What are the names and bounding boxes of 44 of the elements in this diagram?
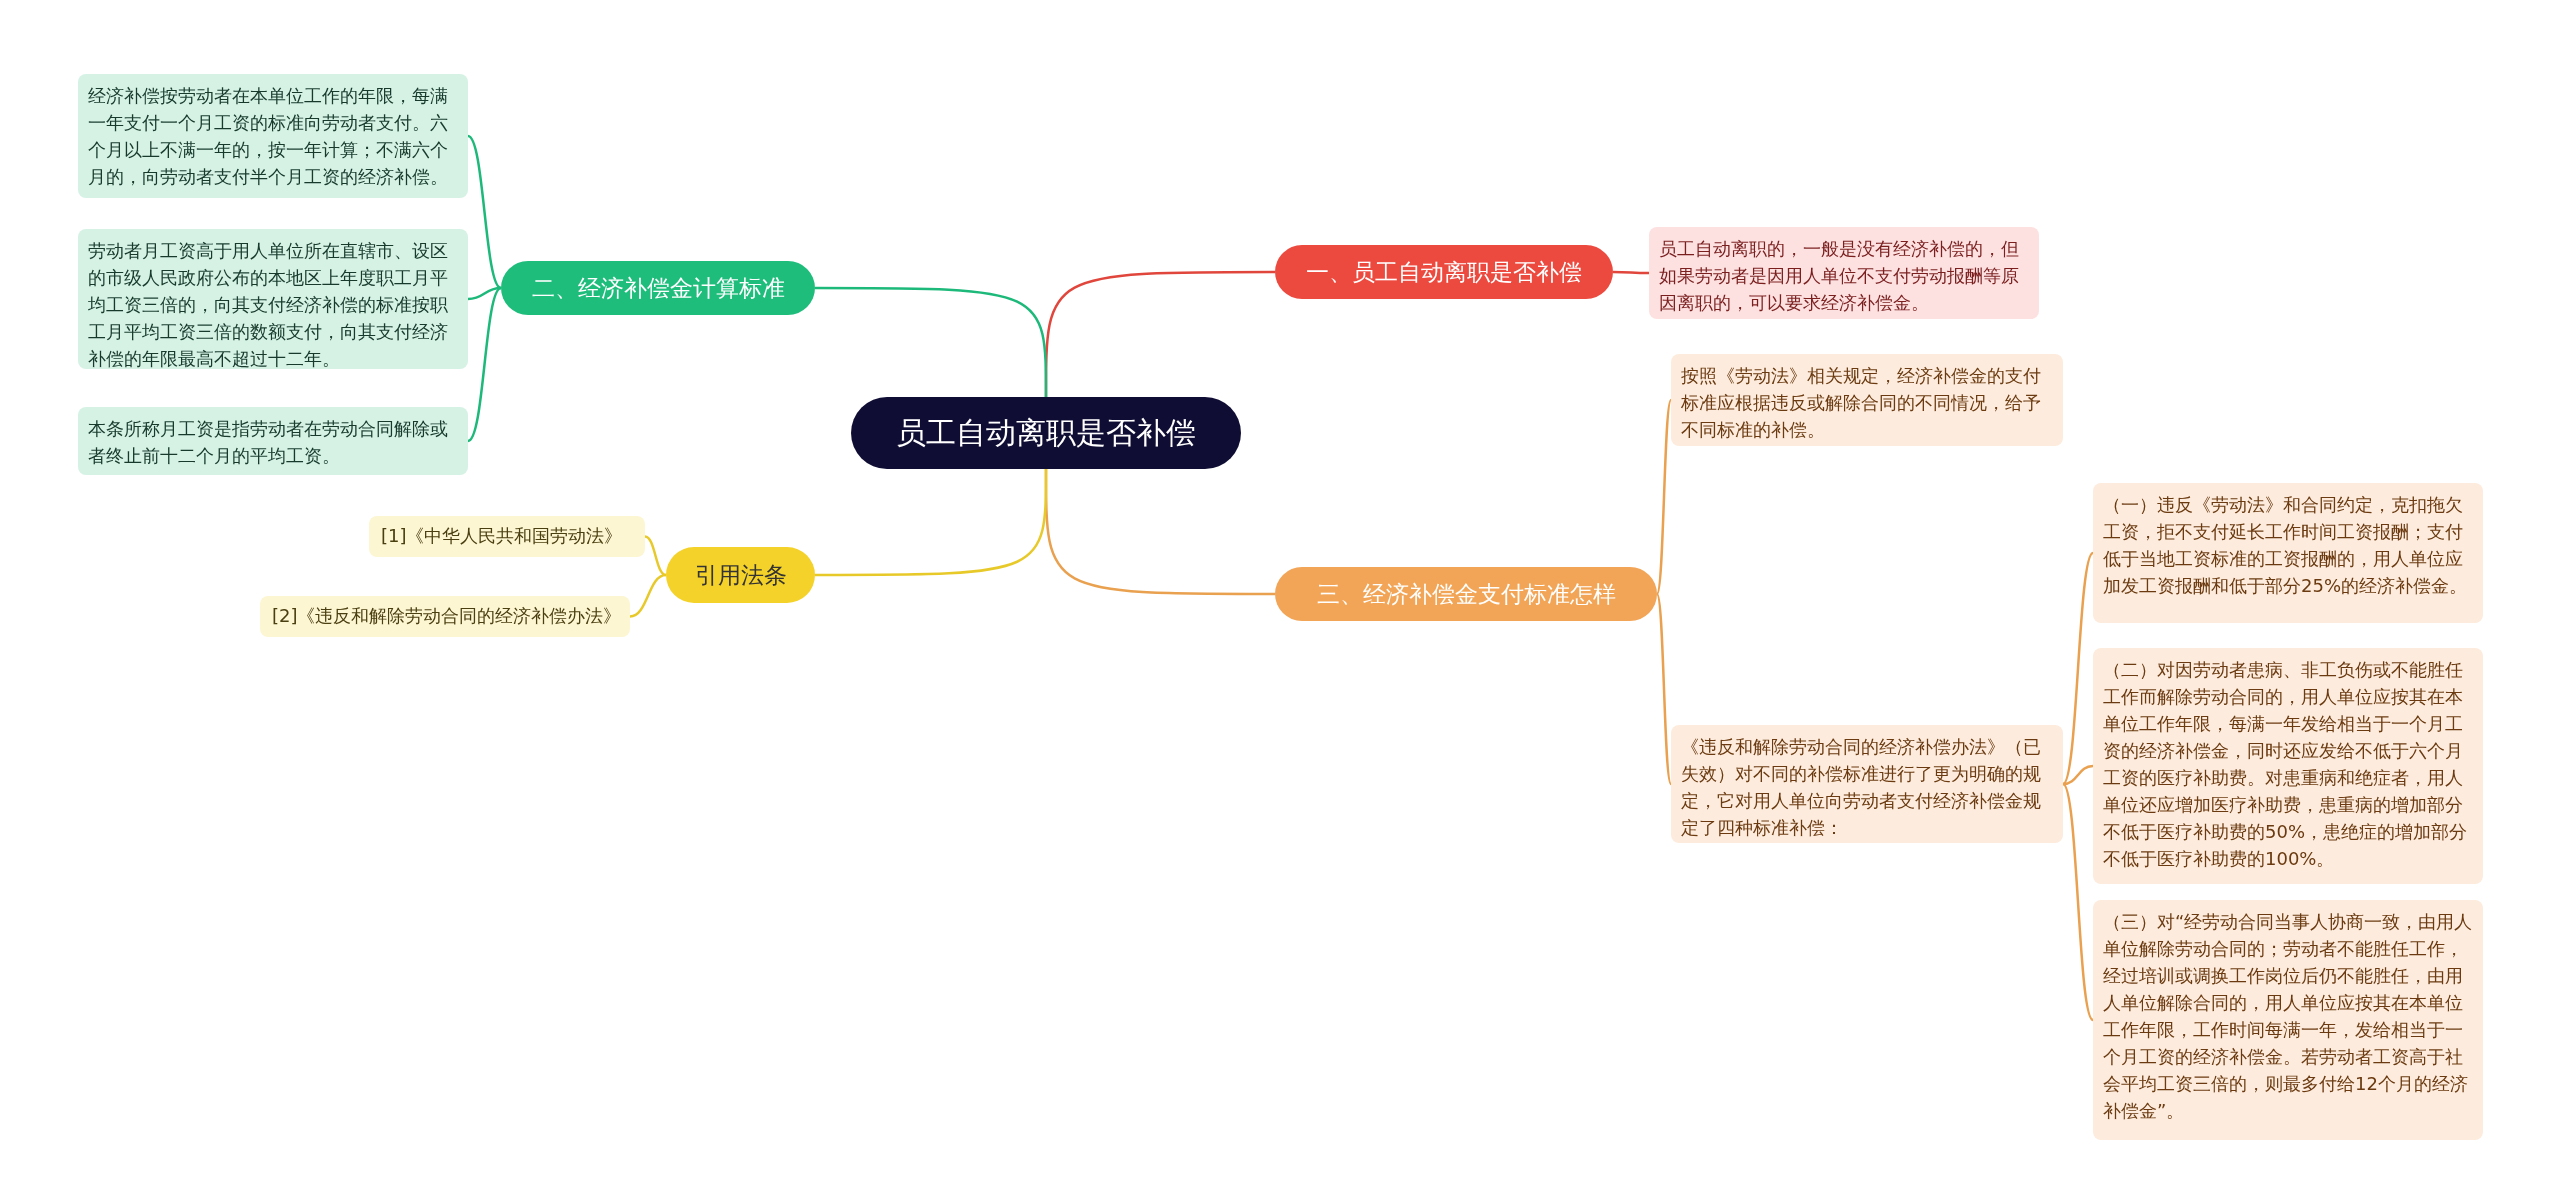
detail-note: [1671, 725, 2063, 843]
topic-text: （一）违反《劳动法》和合同约定，克扣拖欠工资，拒不支付延长工作时间工资报酬；支付低于当地工资标准的工资报酬的，用人单位应加发工资报酬和低于部分25%的经济补偿金。: [2103, 493, 2468, 598]
topic-text: 《违反和解除劳动合同的经济补偿办法》（已失效）对不同的补偿标准进行了更为明确的规定，它对用人单位向劳动者支付经济补偿金规定了四种标准补偿：: [1681, 735, 2042, 840]
detail-note: [1671, 354, 2063, 446]
connector-line: [467, 287, 502, 442]
branch-topic: [501, 261, 815, 315]
topic-text: 本条所称月工资是指劳动者在劳动合同解除或者终止前十二个月的平均工资。: [88, 417, 449, 468]
topic-text: （三）对“经劳动合同当事人协商一致，由用人单位解除劳动合同的；劳动者不能胜任工作，经过培训或调换工作岗位后仍不能胜任，由用人单位解除合同的，用人单位应按其在本单位工作年限，工作时间每满一年，发给相当于一个月工资的经济补偿金。若劳动者工资高于社会平均工资三倍的，则最多付给12个月的经济补偿金”。: [2103, 910, 2473, 1123]
topic-text: 经济补偿按劳动者在本单位工作的年限，每满一年支付一个月工资的标准向劳动者支付。六个月以上不满一年的，按一年计算；不满六个月的，向劳动者支付半个月工资的经济补偿。: [88, 84, 449, 189]
topic-text: 一、员工自动离职是否补偿: [1306, 257, 1582, 287]
reference-item: [369, 516, 645, 557]
topic-text: （二）对因劳动者患病、非工负伤或不能胜任工作而解除劳动合同的，用人单位应按其在本单位工作年限，每满一年发给相当于一个月工资的经济补偿金，同时还应发给不低于六个月工资的医疗补助费。对患重病和绝症者，用人单位还应增加医疗补助费，患重病的增加部分不低于医疗补助费的50%，患绝症的增加部分不低于医疗补助费的100%。: [2103, 658, 2468, 871]
connector-line: [467, 135, 502, 289]
detail-note: [1649, 227, 2039, 319]
connector-line: [467, 286, 502, 301]
detail-note: [2093, 900, 2483, 1140]
topic-text: 二、经济补偿金计算标准: [531, 273, 785, 303]
topic-text: [2]《违反和解除劳动合同的经济补偿办法》: [272, 604, 618, 628]
connector-line: [1655, 399, 1673, 595]
branch-topic: [666, 547, 815, 603]
connector-line: [629, 573, 667, 618]
branch-topic: [1275, 567, 1657, 621]
connector-line: [815, 469, 1048, 577]
topic-text: 引用法条: [694, 560, 787, 590]
detail-note: [78, 229, 468, 369]
connector-line: [644, 535, 667, 577]
connector-line: [815, 286, 1048, 397]
reference-item: [260, 596, 630, 637]
connector-line: [2062, 783, 2094, 1021]
connector-line: [1613, 270, 1649, 275]
branch-topic: [1275, 245, 1613, 299]
detail-note: [2093, 483, 2483, 623]
topic-text: 三、经济补偿金支付标准怎样: [1316, 579, 1616, 609]
topic-text: 员工自动离职是否补偿: [896, 413, 1196, 452]
connector-line: [1655, 593, 1673, 785]
detail-note: [2093, 648, 2483, 884]
topic-text: 员工自动离职的，一般是没有经济补偿的，但如果劳动者是因用人单位不支付劳动报酬等原因离职的，可以要求经济补偿金。: [1659, 237, 2020, 315]
topic-text: [1]《中华人民共和国劳动法》: [381, 524, 624, 548]
connector-line: [2062, 764, 2094, 786]
topic-text: 劳动者月工资高于用人单位所在直辖市、设区的市级人民政府公布的本地区上年度职工月平均工资三倍的，向其支付经济补偿的标准按职工月平均工资三倍的数额支付，向其支付经济补偿的年限最高不超过十二年。: [88, 239, 449, 371]
topic-text: 按照《劳动法》相关规定，经济补偿金的支付标准应根据违反或解除合同的不同情况，给予不同标准的补偿。: [1681, 364, 2042, 442]
detail-note: [78, 74, 468, 198]
connector-line: [2062, 552, 2094, 785]
detail-note: [78, 407, 468, 475]
